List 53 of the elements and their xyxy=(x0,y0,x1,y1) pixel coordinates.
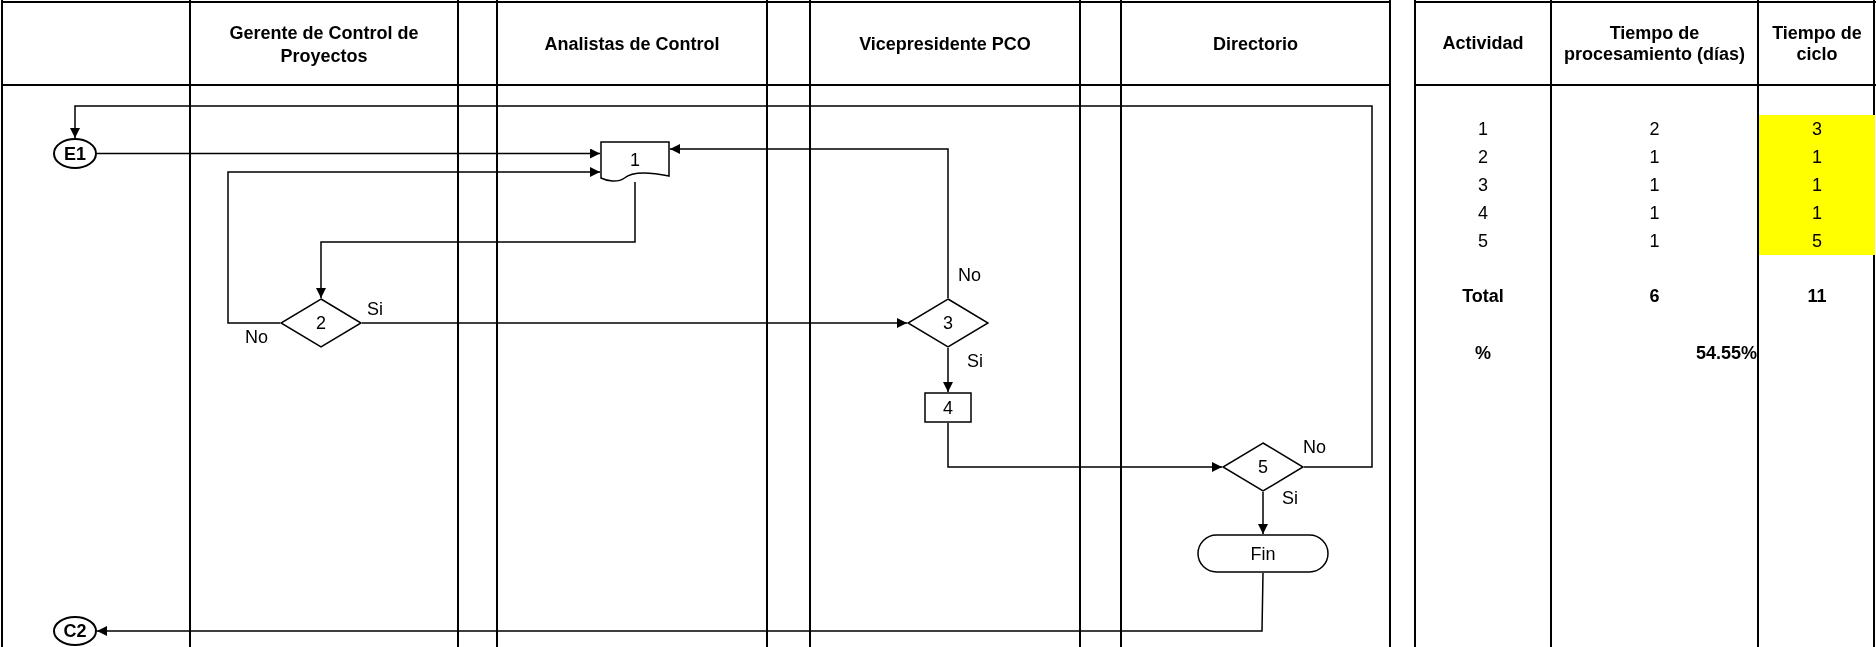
node-label: 1 xyxy=(630,149,640,170)
lane-header: Directorio xyxy=(1213,33,1298,56)
table-value: 1 xyxy=(1478,117,1488,141)
highlighted-value: 5 xyxy=(1812,229,1822,253)
node-label: 5 xyxy=(1258,457,1268,477)
process-box xyxy=(924,392,972,423)
total-value: 6 xyxy=(1649,284,1660,308)
table-value: 2 xyxy=(1478,145,1488,169)
highlighted-value: 1 xyxy=(1812,173,1822,197)
arrow xyxy=(669,144,949,299)
column-header: Tiempo de ciclo xyxy=(1771,22,1863,65)
column-header: Tiempo de procesamiento (días) xyxy=(1562,22,1746,65)
column-header: Actividad xyxy=(1442,33,1524,54)
table-value: 5 xyxy=(1478,229,1488,253)
lane-header: Gerente de Control de Proyectos xyxy=(228,21,420,68)
terminator-shape xyxy=(1197,534,1329,573)
total-value: Total xyxy=(1462,284,1504,308)
table-value: 2 xyxy=(1649,117,1660,141)
table-value: 3 xyxy=(1478,173,1488,197)
connector-oval xyxy=(53,616,97,646)
node-label: Fin xyxy=(1250,543,1276,564)
lane-header: Analistas de Control xyxy=(544,33,720,56)
table-value: 1 xyxy=(1649,173,1660,197)
arrow xyxy=(227,167,601,324)
decision-diamond xyxy=(907,298,989,348)
decision-diamond xyxy=(280,298,362,348)
node-label: 3 xyxy=(943,313,953,333)
arrow xyxy=(1258,491,1268,535)
table-value: 1 xyxy=(1649,145,1660,169)
percent-value: 54.55% xyxy=(1695,341,1757,365)
highlighted-value: 3 xyxy=(1812,117,1822,141)
arrow xyxy=(316,181,636,299)
arrow xyxy=(96,148,601,159)
lane-header: Vicepresidente PCO xyxy=(859,33,1031,56)
node-label: 2 xyxy=(316,313,326,333)
decision-diamond xyxy=(1222,442,1304,492)
arrow xyxy=(947,422,1223,472)
total-value: 11 xyxy=(1807,284,1827,308)
table-value: 1 xyxy=(1649,229,1660,253)
highlighted-value: 1 xyxy=(1812,145,1822,169)
arrow xyxy=(943,347,953,393)
node-label: E1 xyxy=(64,143,86,164)
table-value: 1 xyxy=(1649,201,1660,225)
arrow xyxy=(70,105,1373,468)
arrow xyxy=(96,572,1264,636)
node-label: 4 xyxy=(943,397,953,418)
node-label: C2 xyxy=(63,621,87,641)
total-value: % xyxy=(1475,341,1491,365)
arrow xyxy=(361,318,908,328)
table-value: 4 xyxy=(1478,201,1488,225)
highlighted-value: 1 xyxy=(1812,201,1822,225)
document-shape xyxy=(600,141,670,182)
connector-oval xyxy=(53,138,97,169)
